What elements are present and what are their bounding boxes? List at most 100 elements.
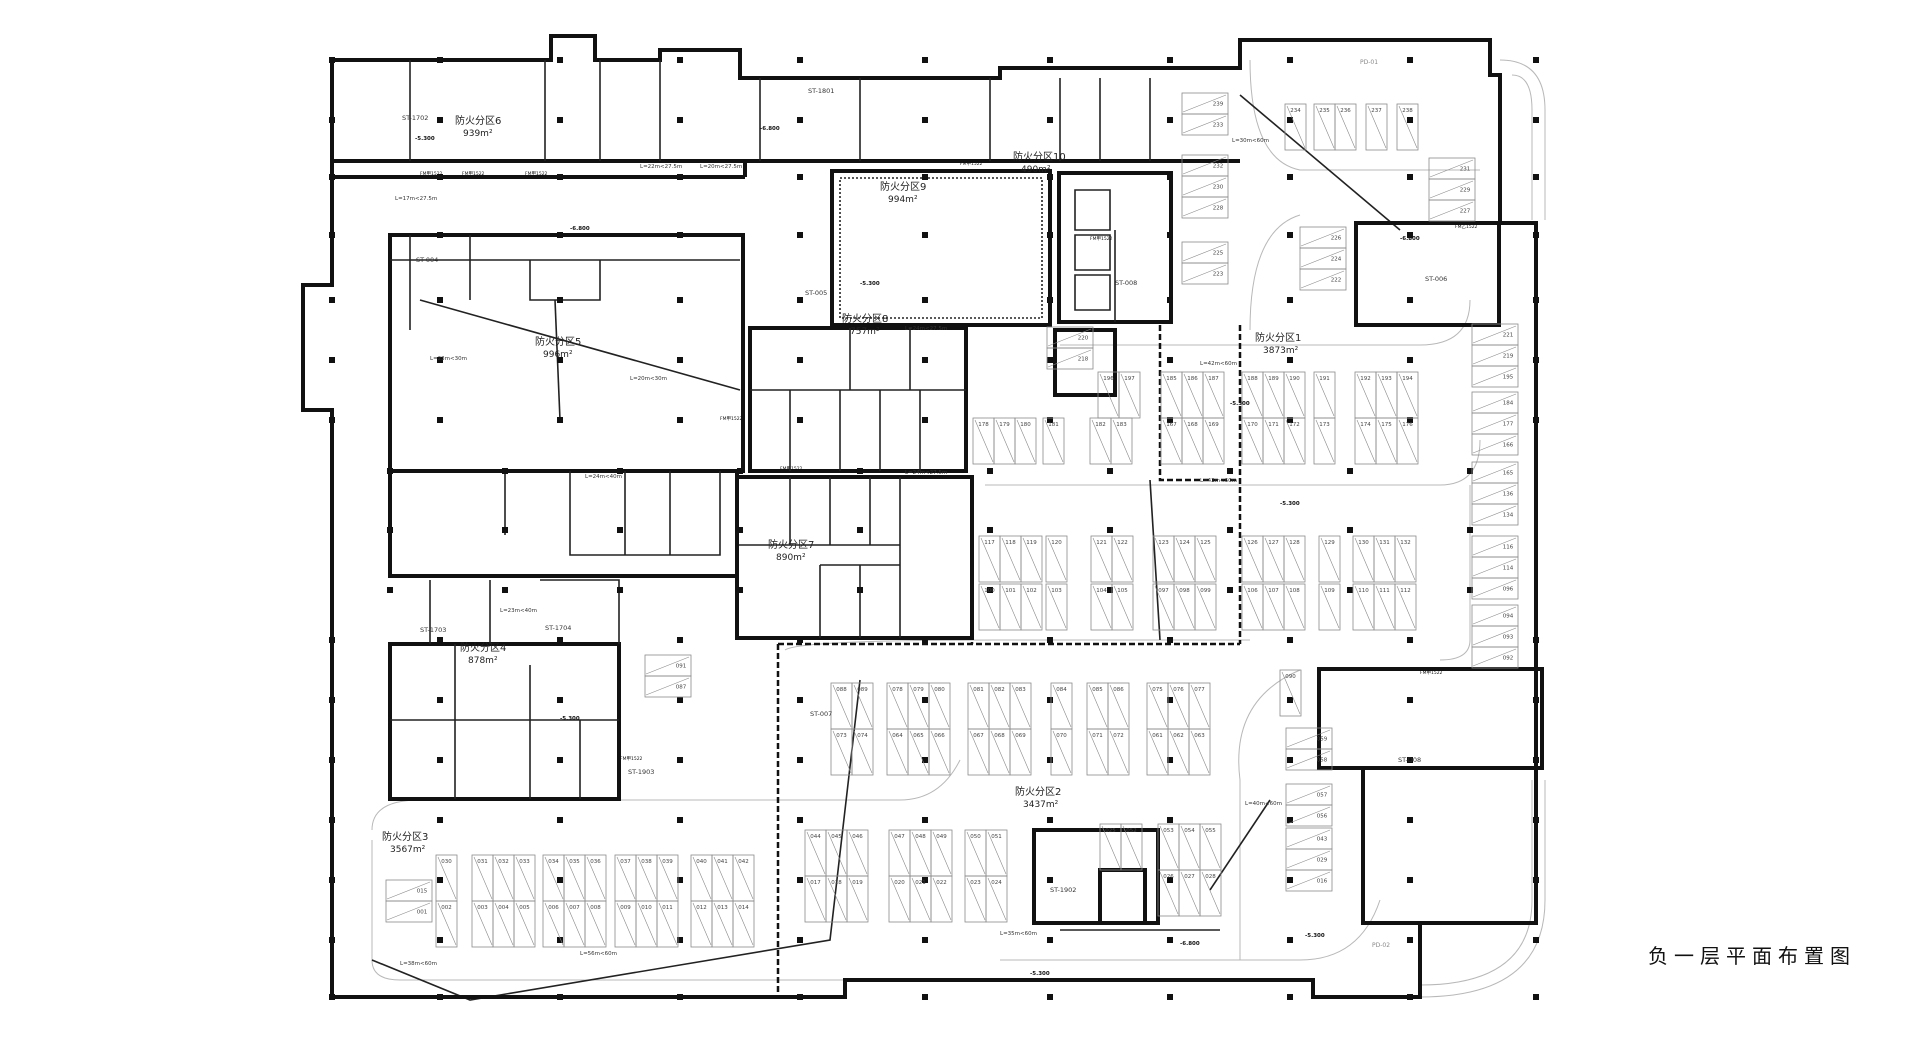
column [1047, 757, 1053, 763]
stall-outline [1285, 804, 1333, 827]
column [329, 117, 335, 123]
stall-diagonal [1356, 373, 1376, 417]
stall-diagonal [1182, 243, 1227, 262]
parking-stall: 053 [1157, 823, 1180, 871]
column [557, 357, 563, 363]
zone10-room-walls [1074, 189, 1116, 322]
stall-number: 076 [1173, 687, 1184, 693]
stall-diagonal [1472, 537, 1517, 556]
stall-diagonal [909, 730, 929, 774]
column [677, 817, 683, 823]
stall-number: 120 [1051, 540, 1062, 546]
stall-diagonal [1204, 419, 1224, 463]
zone5-lower [388, 469, 739, 578]
distance-label: L=30m<60m [1232, 138, 1269, 144]
parking-stall: 083 [1009, 682, 1032, 730]
parking-stall: 102 [1020, 583, 1043, 631]
column [1227, 587, 1233, 593]
parking-stall: 238 [1396, 103, 1419, 151]
stall-diagonal [1356, 419, 1376, 463]
lane-curve [1439, 485, 1471, 661]
parking-stall: 006 [542, 900, 565, 948]
stall-number: 224 [1331, 257, 1342, 263]
column [677, 877, 683, 883]
parking-stall: 077 [1188, 682, 1211, 730]
column [1167, 357, 1173, 363]
stall-outline [1111, 535, 1134, 583]
parking-stall: 076 [1167, 682, 1190, 730]
stall-group: 002 [435, 900, 458, 948]
stall-diagonal [980, 537, 1000, 581]
parking-stall: 074 [851, 728, 874, 776]
parking-stall: 183 [1110, 417, 1133, 465]
stall-diagonal [1044, 419, 1064, 463]
evac-line [1149, 479, 1161, 641]
stall-number: 196 [1103, 376, 1114, 382]
column [1047, 357, 1053, 363]
stall-diagonal [1092, 585, 1112, 629]
parking-stall: 173 [1313, 417, 1336, 465]
column [677, 357, 683, 363]
stall-diagonal [1052, 730, 1072, 774]
fire-zone-name: 防火分区10 [1013, 150, 1066, 163]
column [502, 587, 508, 593]
parking-stall: 236 [1334, 103, 1357, 151]
stall-diagonal [969, 684, 989, 728]
column [1533, 817, 1539, 823]
zone9-inner-line [839, 177, 1043, 319]
stall-number: 047 [894, 834, 905, 840]
stall-diagonal [1109, 684, 1129, 728]
column [677, 232, 683, 238]
column [1407, 637, 1413, 643]
column [437, 757, 443, 763]
stall-diagonal [987, 877, 1007, 921]
stall-outline [1471, 646, 1519, 669]
parking-stall: 065 [907, 728, 930, 776]
parking-stall: 003 [471, 900, 494, 948]
stall-diagonal [974, 419, 994, 463]
stall-number: 035 [569, 859, 580, 865]
stall-number: 048 [915, 834, 926, 840]
stall-number: 127 [1268, 540, 1279, 546]
stall-diagonal [930, 730, 950, 774]
stall-number: 043 [1317, 837, 1328, 843]
parking-stall: 010 [635, 900, 658, 948]
stall-diagonal [1201, 825, 1221, 869]
elevation-label: -5.300 [1230, 401, 1250, 407]
parking-stall: 037 [614, 854, 637, 902]
parking-stall: 011 [656, 900, 679, 948]
parking-stall: 066 [928, 728, 951, 776]
parking-stall: 118 [999, 535, 1022, 583]
parking-stall: 126 [1241, 535, 1264, 583]
parking-stall: 072 [1107, 728, 1130, 776]
column [1533, 637, 1539, 643]
stall-diagonal [832, 730, 852, 774]
stall-diagonal [1367, 105, 1387, 149]
stall-diagonal [692, 856, 712, 900]
stall-number: 019 [852, 880, 863, 886]
parking-stall: 090 [1279, 669, 1302, 717]
parking-stall: 093 [1471, 625, 1519, 648]
parking-stall: 035 [563, 854, 586, 902]
lane-curve [371, 759, 961, 831]
stall-outline [1471, 577, 1519, 600]
stall-number: 027 [1184, 874, 1195, 880]
stall-diagonal [586, 856, 606, 900]
column [1047, 117, 1053, 123]
fire-zone-area: 757m² [850, 327, 880, 337]
stall-diagonal [890, 831, 910, 875]
parking-stall: 027 [1178, 869, 1201, 917]
parking-stall: 176 [1396, 417, 1419, 465]
stall-outline [1020, 535, 1043, 583]
stall-number: 084 [1056, 687, 1067, 693]
column [329, 757, 335, 763]
stall-number: 189 [1268, 376, 1279, 382]
stall-diagonal [827, 831, 847, 875]
stall-diagonal [969, 730, 989, 774]
stall-diagonal [713, 902, 733, 946]
parking-stall: 181 [1042, 417, 1065, 465]
